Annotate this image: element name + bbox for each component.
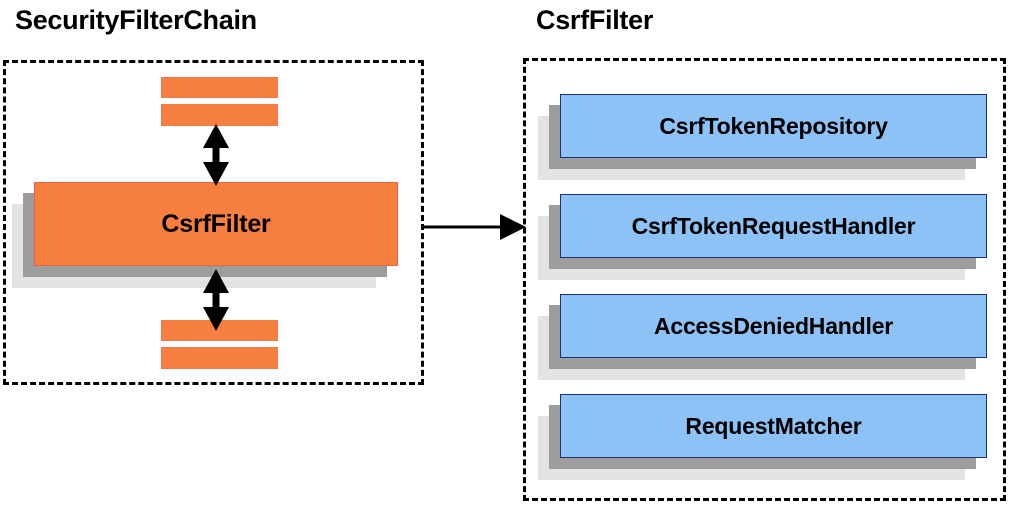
group-box-security-filter-chain: [3, 60, 424, 385]
panel-title-security-filter-chain: SecurityFilterChain: [15, 5, 257, 35]
group-box-csrf-filter: [523, 58, 1006, 501]
arrow-right-icon: [423, 214, 526, 240]
node-csrffilter[interactable]: CsrfFilter: [12, 182, 398, 288]
node-accessdeniedhandler-label: AccessDeniedHandler: [560, 294, 987, 358]
panel-title-csrf-filter: CsrfFilter: [536, 5, 654, 35]
node-requestmatcher-label: RequestMatcher: [560, 394, 987, 458]
node-csrffilter-label: CsrfFilter: [34, 182, 398, 266]
node-accessdeniedhandler[interactable]: AccessDeniedHandler: [538, 294, 987, 380]
node-requestmatcher[interactable]: RequestMatcher: [538, 394, 987, 480]
filter-stub-bar-top-2: [161, 104, 278, 126]
filter-stub-bar-bottom-1: [161, 320, 278, 341]
node-csrftokenrequesthandler-label: CsrfTokenRequestHandler: [560, 194, 987, 258]
filter-stub-bar-bottom-2: [161, 347, 278, 369]
filter-stub-bar-top-1: [161, 77, 278, 98]
node-csrftokenrequesthandler[interactable]: CsrfTokenRequestHandler: [538, 194, 987, 280]
node-csrftokenrepository-label: CsrfTokenRepository: [560, 94, 987, 158]
node-csrftokenrepository[interactable]: CsrfTokenRepository: [538, 94, 987, 180]
